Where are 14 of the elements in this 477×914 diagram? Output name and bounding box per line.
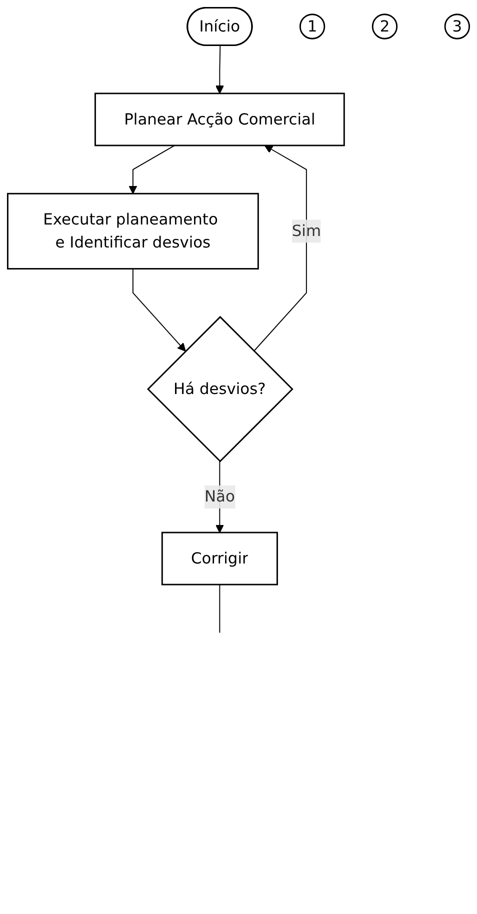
arrow xyxy=(253,145,307,352)
node-circle: 3 xyxy=(444,14,470,40)
node-circle: 1 xyxy=(299,14,326,40)
arrow xyxy=(132,268,186,352)
node-box: Corrigir xyxy=(161,532,278,586)
edge-label: Não xyxy=(204,487,235,506)
connector xyxy=(219,584,220,634)
node-box: Executar planeamento e Identificar desvios xyxy=(6,192,259,270)
node-box: Planear Acção Comercial xyxy=(94,92,345,146)
edge-label: Sim xyxy=(292,222,321,240)
node-circle: 2 xyxy=(372,14,398,40)
arrow xyxy=(215,45,224,94)
arrow xyxy=(128,144,176,194)
node-diamond: Há desvios? xyxy=(147,316,294,462)
